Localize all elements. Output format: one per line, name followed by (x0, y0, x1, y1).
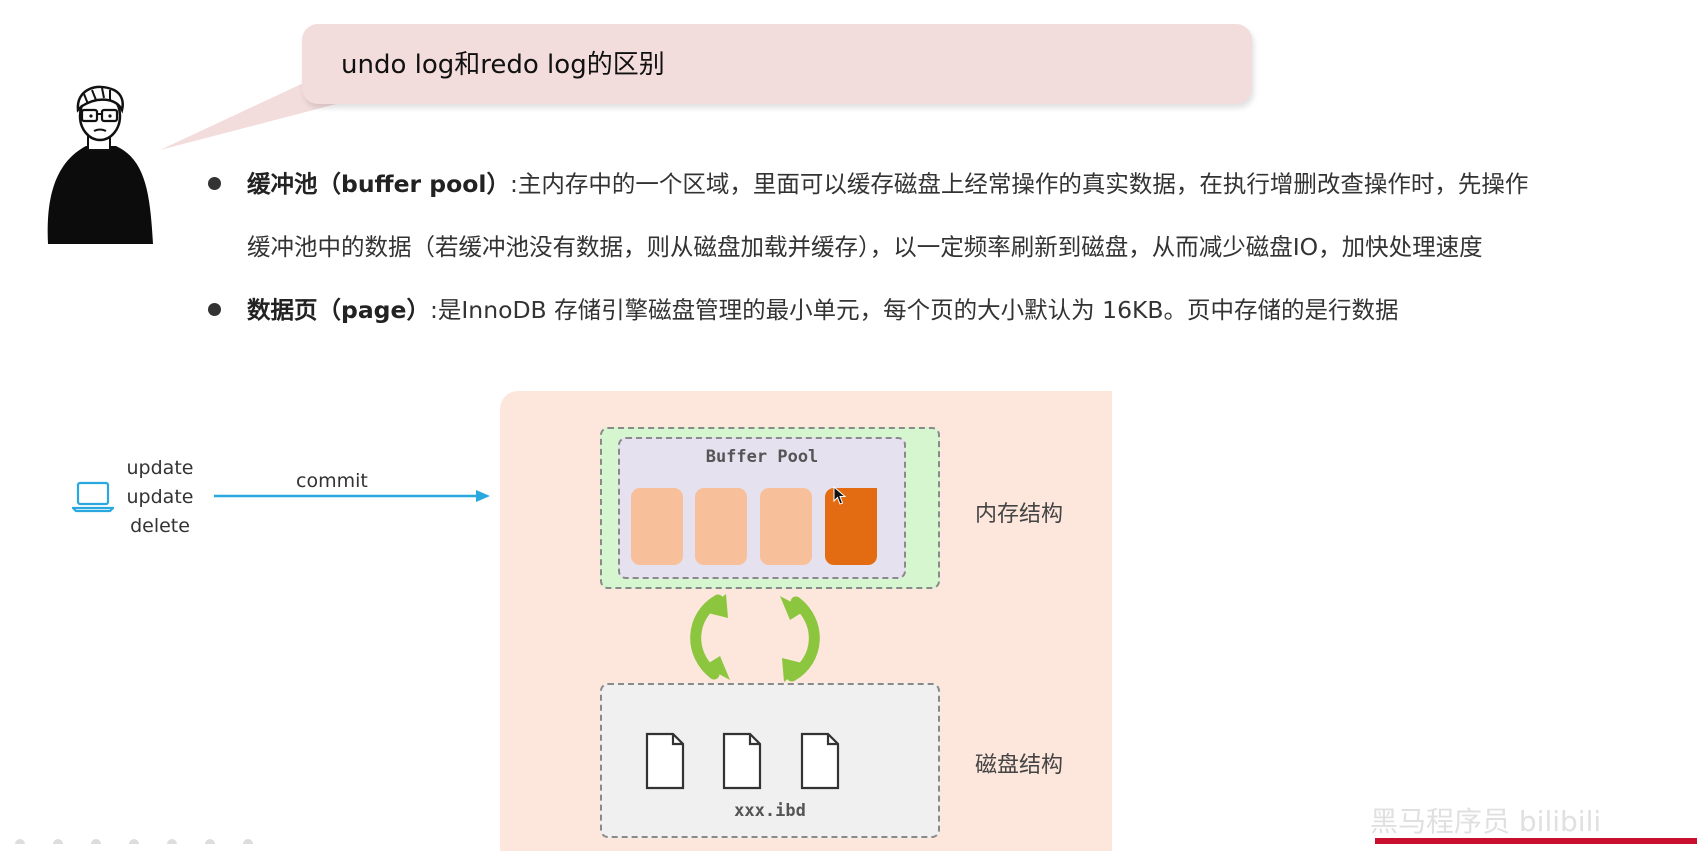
bullet-buffer-pool-line2: 缓冲池中的数据（若缓冲池没有数据，则从磁盘加载并缓存），以一定频率刷新到磁盘，从… (247, 233, 1483, 261)
definition-buffer-pool: :主内存中的一个区域，里面可以缓存磁盘上经常操作的真实数据，在执行增删改查操作时… (509, 170, 1529, 198)
memory-structure-label: 内存结构 (975, 502, 1064, 527)
term-buffer-pool: 缓冲池（buffer pool） (247, 170, 510, 198)
laptop-icon (72, 481, 114, 513)
watermark: 黑马程序员 bilibili (1370, 805, 1602, 838)
file-label: xxx.ibd (734, 801, 806, 821)
buffer-page (695, 488, 747, 565)
presenter-avatar-icon (47, 85, 153, 244)
bullet-data-page: 数据页（page）:是InnoDB 存储引擎磁盘管理的最小单元，每个页的大小默认… (247, 294, 1399, 326)
slide-title: undo log和redo log的区别 (341, 50, 665, 80)
bullet-dot (208, 177, 221, 190)
operation-label: delete (130, 515, 190, 537)
file-icon (800, 732, 840, 790)
progress-dots (15, 839, 253, 844)
red-bar (1375, 838, 1697, 844)
buffer-page (760, 488, 812, 565)
buffer-page (631, 488, 683, 565)
definition-data-page: :是InnoDB 存储引擎磁盘管理的最小单元，每个页的大小默认为 16KB。页中… (429, 296, 1399, 324)
file-icon (645, 732, 685, 790)
operation-label: update (126, 486, 194, 508)
mouse-cursor-icon (833, 486, 847, 505)
file-icon (722, 732, 762, 790)
commit-label: commit (296, 470, 368, 492)
sync-arrows-icon (690, 594, 820, 682)
speech-bubble (302, 24, 1252, 104)
bullet-dot (208, 303, 221, 316)
commit-arrow (214, 490, 490, 502)
operation-label: update (126, 457, 194, 479)
term-data-page: 数据页（page） (247, 296, 430, 324)
disk-structure-label: 磁盘结构 (975, 753, 1064, 778)
buffer-pool-label: Buffer Pool (705, 447, 819, 467)
bullet-buffer-pool-line1: 缓冲池（buffer pool）:主内存中的一个区域，里面可以缓存磁盘上经常操作… (247, 168, 1528, 200)
